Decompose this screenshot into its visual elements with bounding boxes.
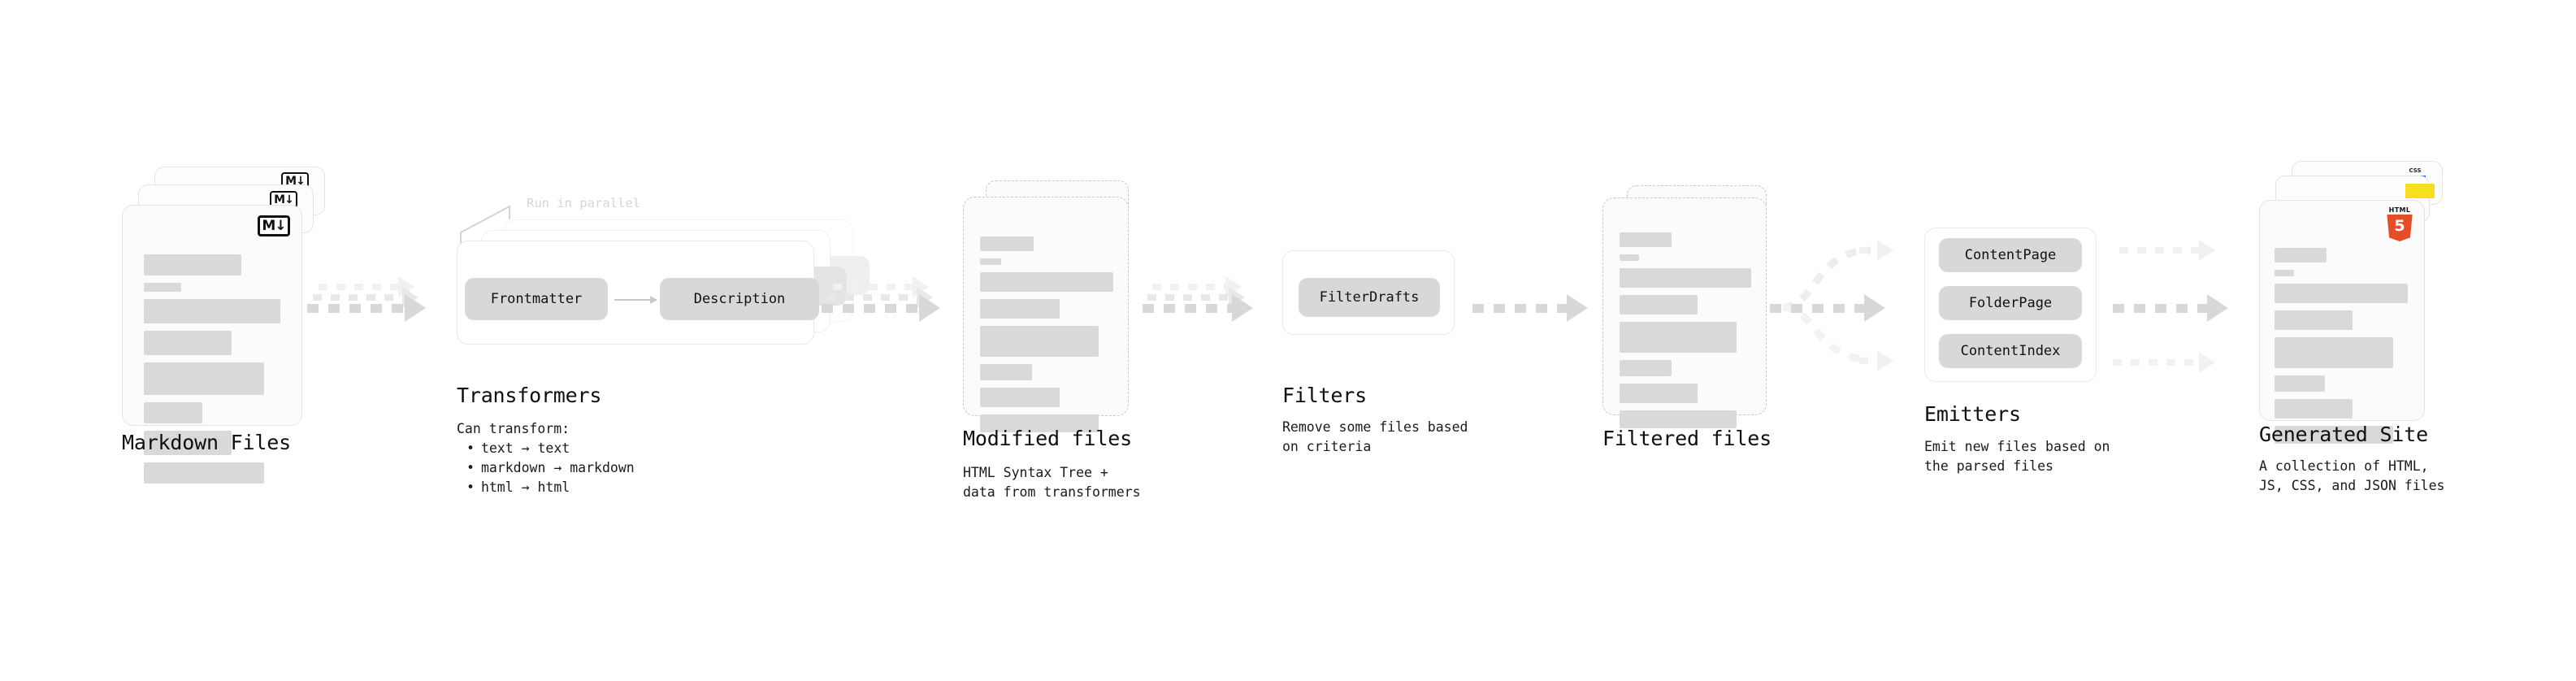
- transformers-bullet-1: markdown → markdown: [466, 458, 635, 478]
- run-in-parallel-bracket: [460, 205, 510, 244]
- generated-site-subtitle: A collection of HTML, JS, CSS, and JSON …: [2259, 458, 2445, 493]
- transformers-bullet-0: text → text: [466, 439, 635, 458]
- modified-file-card-front: [963, 197, 1129, 432]
- run-in-parallel-label: Run in parallel: [527, 196, 640, 210]
- branch-curves: [1782, 246, 1871, 363]
- transformer-pill-description[interactable]: Description: [660, 278, 819, 320]
- transformers-title: Transformers: [457, 384, 602, 407]
- filters-pill-filterdrafts[interactable]: FilterDrafts: [1299, 278, 1440, 317]
- emitters-pill-contentindex[interactable]: ContentIndex: [1939, 334, 2082, 368]
- markdown-skeleton: [144, 254, 280, 491]
- emitters-subtitle: Emit new files based on the parsed files: [1924, 439, 2110, 474]
- transformers-lead: Can transform:: [457, 421, 570, 436]
- markdown-badge-front: M↓: [258, 215, 290, 236]
- transformers-bullet-2: html → html: [466, 478, 635, 497]
- transformers-bullets: Can transform: text → text markdown → ma…: [457, 419, 635, 497]
- filters-subtitle: Remove some files based on criteria: [1282, 419, 1468, 454]
- generated-site-title: Generated Site: [2259, 423, 2428, 446]
- emitters-pill-contentpage[interactable]: ContentPage: [1939, 238, 2082, 272]
- generated-html-card: HTML 5: [2259, 200, 2425, 444]
- html5-icon: HTML 5: [2385, 207, 2414, 241]
- filters-title: Filters: [1282, 384, 1367, 407]
- js-icon: [2405, 184, 2435, 198]
- modified-skeleton: [980, 236, 1113, 440]
- markdown-badge-mid: M↓: [270, 191, 297, 208]
- transformer-inner-arrow-front: [614, 296, 657, 304]
- filtered-file-card-front: [1602, 197, 1767, 428]
- filtered-files-title: Filtered files: [1602, 427, 1772, 450]
- emitters-pill-folderpage[interactable]: FolderPage: [1939, 286, 2082, 320]
- filtered-skeleton: [1620, 232, 1751, 436]
- emitters-title: Emitters: [1924, 402, 2021, 426]
- markdown-file-card-front: M↓: [122, 205, 302, 484]
- generated-skeleton: [2275, 248, 2409, 451]
- transformer-pill-frontmatter[interactable]: Frontmatter: [465, 278, 608, 320]
- modified-files-title: Modified files: [963, 427, 1132, 450]
- modified-files-subtitle: HTML Syntax Tree + data from transformer…: [963, 465, 1141, 500]
- markdown-files-title: Markdown Files: [122, 431, 291, 454]
